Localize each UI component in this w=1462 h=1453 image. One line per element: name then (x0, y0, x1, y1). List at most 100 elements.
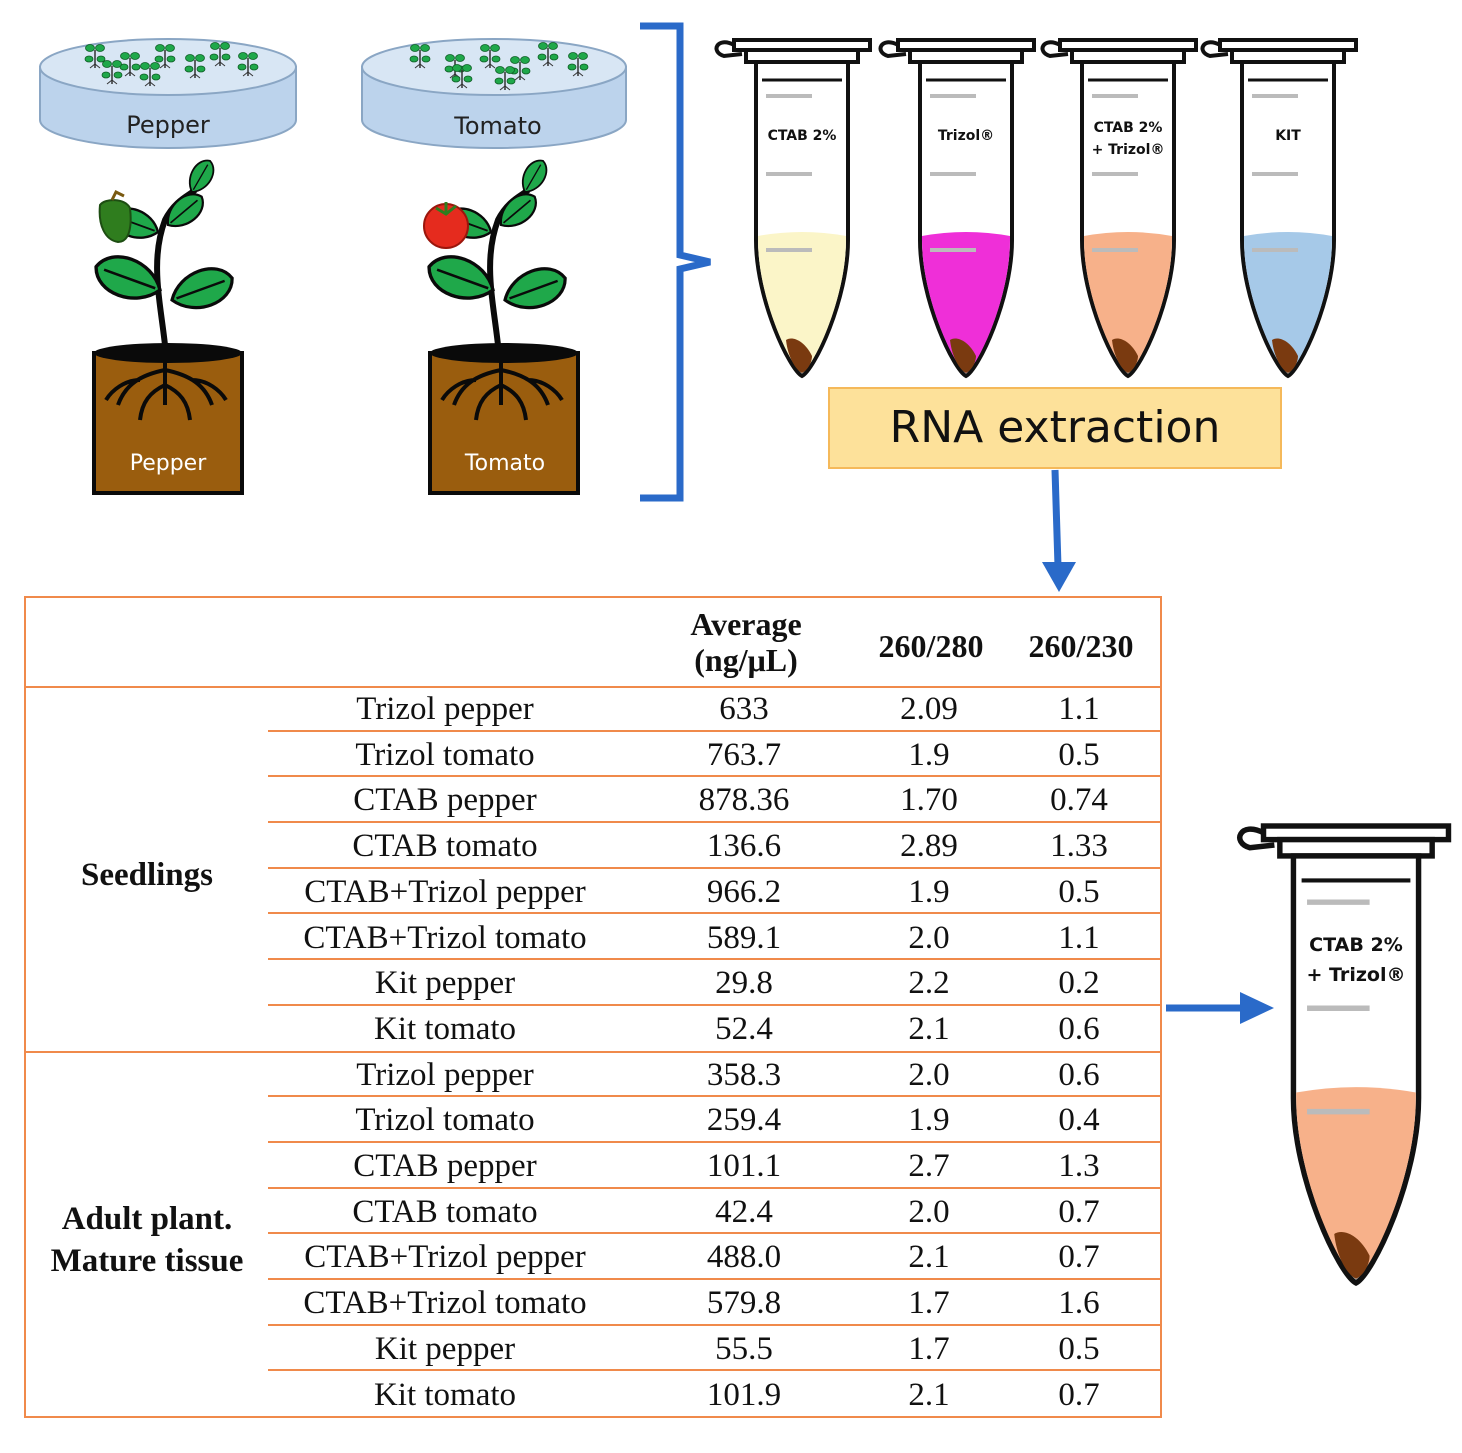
tube-label: CTAB 2% (1094, 120, 1163, 136)
group-divider (26, 1051, 1160, 1053)
ratio-230-cell: 0.7 (1058, 1239, 1100, 1276)
ratio-230-cell: 0.2 (1058, 965, 1100, 1002)
method-cell: Trizol tomato (355, 736, 535, 773)
ratio-280-cell: 1.70 (900, 782, 958, 819)
method-cell: CTAB pepper (353, 782, 537, 819)
method-cell: CTAB tomato (352, 828, 538, 865)
average-cell: 633 (719, 691, 769, 727)
ratio-230-cell: 0.5 (1058, 1330, 1100, 1367)
method-cell: Kit tomato (373, 1376, 517, 1413)
potted-plant-pepper (87, 154, 244, 495)
ratio-280-cell: 1.9 (908, 1102, 950, 1139)
ratio-280-cell: 1.7 (908, 1285, 950, 1322)
pot-pepper-label: Pepper (130, 451, 207, 476)
ratio-230-cell: 1.1 (1058, 691, 1100, 727)
tube-label: CTAB 2% (768, 128, 837, 144)
ratio-280-cell: 2.1 (908, 1239, 950, 1276)
ratio-280-cell: 2.0 (908, 1056, 950, 1093)
group-label-line1: Adult plant. (61, 1201, 233, 1237)
group-label-adult-plant: Adult plant. Mature tissue (26, 1198, 268, 1282)
ratio-230-cell: 0.6 (1058, 1056, 1100, 1093)
average-cell: 358.3 (706, 1056, 782, 1093)
method-cell: CTAB tomato (352, 1193, 538, 1230)
method-cell: CTAB pepper (353, 1148, 537, 1184)
ratio-280-cell: 2.2 (908, 965, 950, 1002)
average-cell: 101.1 (706, 1148, 782, 1184)
tube-label-line2: + Trizol® (1092, 142, 1165, 158)
ratio-230-cell: 0.4 (1058, 1102, 1100, 1139)
arrow-right-icon (1166, 992, 1274, 1024)
average-cell: 101.9 (706, 1376, 782, 1413)
header-ratio-260-280: 260/280 (878, 628, 984, 664)
tube-0: CTAB 2% (714, 38, 872, 379)
average-cell: 589.1 (706, 919, 782, 956)
method-cell: CTAB+Trizol tomato (303, 919, 587, 956)
ratio-280-cell: 2.0 (908, 919, 950, 956)
rna-extraction-box: RNA extraction (828, 387, 1282, 469)
tube-2: CTAB 2% + Trizol® (1040, 38, 1198, 379)
tube-label: CTAB 2% (1309, 934, 1403, 956)
average-cell: 966.2 (706, 873, 782, 910)
ratio-230-cell: 1.33 (1050, 828, 1108, 865)
ratio-280-cell: 1.7 (908, 1330, 950, 1367)
dish-pepper-label: Pepper (126, 111, 210, 139)
method-cell: Kit pepper (374, 1330, 516, 1367)
method-cell: CTAB+Trizol pepper (304, 873, 586, 910)
ratio-280-cell: 2.09 (900, 691, 958, 727)
ratio-230-cell: 1.6 (1058, 1285, 1100, 1322)
average-cell: 579.8 (706, 1285, 782, 1322)
average-cell: 763.7 (706, 736, 782, 773)
ratio-230-cell: 1.3 (1058, 1148, 1100, 1184)
grouping-bracket (640, 22, 711, 502)
ratio-230-cell: 1.1 (1058, 919, 1100, 956)
method-cell: Trizol tomato (355, 1102, 535, 1139)
group-label-line1: Seedlings (80, 857, 214, 893)
ratio-280-cell: 2.1 (908, 1376, 950, 1413)
results-table: Average (ng/μL) 260/280 260/230 Seedling… (24, 596, 1162, 1418)
pepper-fruit-icon (98, 199, 132, 244)
extraction-tubes: CTAB 2% Trizol® CTAB 2% + Trizol® KIT (714, 38, 1358, 379)
ratio-280-cell: 2.7 (908, 1148, 950, 1184)
average-cell: 29.8 (715, 965, 773, 1002)
method-cell: Trizol pepper (356, 1056, 534, 1093)
petri-dish-pepper (39, 38, 297, 149)
average-cell: 42.4 (715, 1193, 773, 1230)
ratio-280-cell: 1.9 (908, 736, 950, 773)
tube-label: KIT (1275, 128, 1301, 144)
final-tube: CTAB 2%+ Trizol® (1237, 823, 1452, 1287)
ratio-280-cell: 2.0 (908, 1193, 950, 1230)
header-average: Average (ng/μL) (666, 598, 826, 688)
tube-label: Trizol® (938, 128, 994, 144)
group-label-line2: Mature tissue (50, 1243, 244, 1279)
ratio-280-cell: 2.89 (900, 828, 958, 865)
tube-3: KIT (1200, 38, 1358, 379)
group-label-seedlings: Seedlings (26, 854, 268, 896)
header-ratio-260-230: 260/230 (1028, 628, 1134, 664)
tube-1: Trizol® (878, 38, 1036, 379)
ratio-230-cell: 0.6 (1058, 1010, 1100, 1047)
table-row: CTAB pepper 101.1 2.7 1.3 (268, 1143, 1162, 1189)
arrow-down-icon (1042, 469, 1076, 592)
header-average-line1: Average (690, 606, 802, 642)
header-divider (26, 686, 1160, 688)
average-cell: 52.4 (715, 1010, 773, 1047)
table-row: CTAB tomato 136.6 2.89 1.33 (268, 823, 1162, 869)
tube-final: CTAB 2%+ Trizol® (1237, 823, 1452, 1287)
ratio-280-cell: 1.9 (908, 873, 950, 910)
dish-tomato-label: Tomato (453, 112, 541, 140)
potted-plant-tomato (420, 154, 580, 495)
ratio-230-cell: 0.74 (1050, 782, 1108, 819)
average-cell: 136.6 (706, 828, 782, 865)
